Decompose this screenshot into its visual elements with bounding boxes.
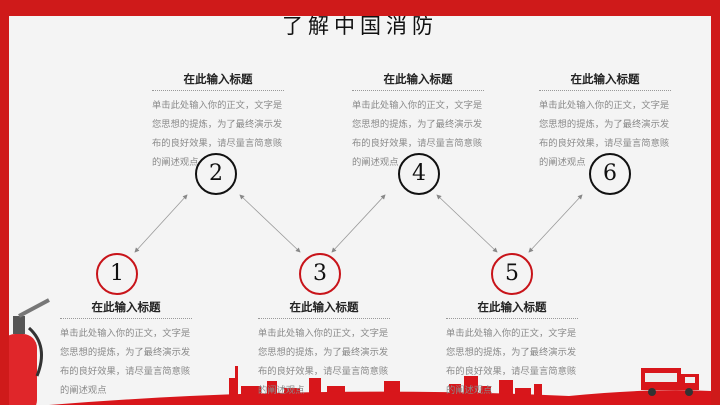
step-3-text: 在此输入标题 单击此处输入你的正文，文字是您思想的提炼，为了最终演示发布的良好效… <box>258 299 390 400</box>
step-6-text: 在此输入标题 单击此处输入你的正文，文字是您思想的提炼，为了最终演示发布的良好效… <box>539 71 671 172</box>
step-2-heading: 在此输入标题 <box>152 71 284 91</box>
step-6-heading: 在此输入标题 <box>539 71 671 91</box>
step-2-circle: 2 <box>195 153 237 195</box>
arrow-2-3 <box>239 194 301 253</box>
step-4-text: 在此输入标题 单击此处输入你的正文，文字是您思想的提炼，为了最终演示发布的良好效… <box>352 71 484 172</box>
step-5-heading: 在此输入标题 <box>446 299 578 319</box>
step-1-heading: 在此输入标题 <box>60 299 192 319</box>
connector-arrows <box>9 194 711 405</box>
red-wave-decoration <box>49 390 711 405</box>
step-4-heading: 在此输入标题 <box>352 71 484 91</box>
step-4-circle: 4 <box>398 153 440 195</box>
step-3-body: 单击此处输入你的正文，文字是您思想的提炼，为了最终演示发布的良好效果，请尽量言简… <box>258 328 389 396</box>
step-5-circle: 5 <box>491 253 533 295</box>
arrow-4-5 <box>436 194 498 253</box>
step-6-circle: 6 <box>589 153 631 195</box>
step-6-body: 单击此处输入你的正文，文字是您思想的提炼，为了最终演示发布的良好效果，请尽量言简… <box>539 100 670 168</box>
fire-extinguisher-icon <box>9 298 50 405</box>
arrow-1-2 <box>134 194 188 253</box>
step-5-body: 单击此处输入你的正文，文字是您思想的提炼，为了最终演示发布的良好效果，请尽量言简… <box>446 328 577 396</box>
step-5-text: 在此输入标题 单击此处输入你的正文，文字是您思想的提炼，为了最终演示发布的良好效… <box>446 299 578 400</box>
step-1-circle: 1 <box>96 253 138 295</box>
step-3-heading: 在此输入标题 <box>258 299 390 319</box>
step-4-body: 单击此处输入你的正文，文字是您思想的提炼，为了最终演示发布的良好效果，请尽量言简… <box>352 100 483 168</box>
step-3-circle: 3 <box>299 253 341 295</box>
arrow-3-4 <box>331 194 386 253</box>
arrow-5-6 <box>528 194 583 253</box>
step-2-text: 在此输入标题 单击此处输入你的正文，文字是您思想的提炼，为了最终演示发布的良好效… <box>152 71 284 172</box>
slide-title: 了解中国消防 <box>282 16 438 38</box>
slide: 了解中国消防 在此输入标题 单击此处输入你的正文，文字是您思想的提炼，为了最终演… <box>9 16 711 405</box>
step-1-text: 在此输入标题 单击此处输入你的正文，文字是您思想的提炼，为了最终演示发布的良好效… <box>60 299 192 400</box>
step-2-body: 单击此处输入你的正文，文字是您思想的提炼，为了最终演示发布的良好效果，请尽量言简… <box>152 100 283 168</box>
step-1-body: 单击此处输入你的正文，文字是您思想的提炼，为了最终演示发布的良好效果，请尽量言简… <box>60 328 191 396</box>
fire-truck-icon <box>641 368 699 396</box>
